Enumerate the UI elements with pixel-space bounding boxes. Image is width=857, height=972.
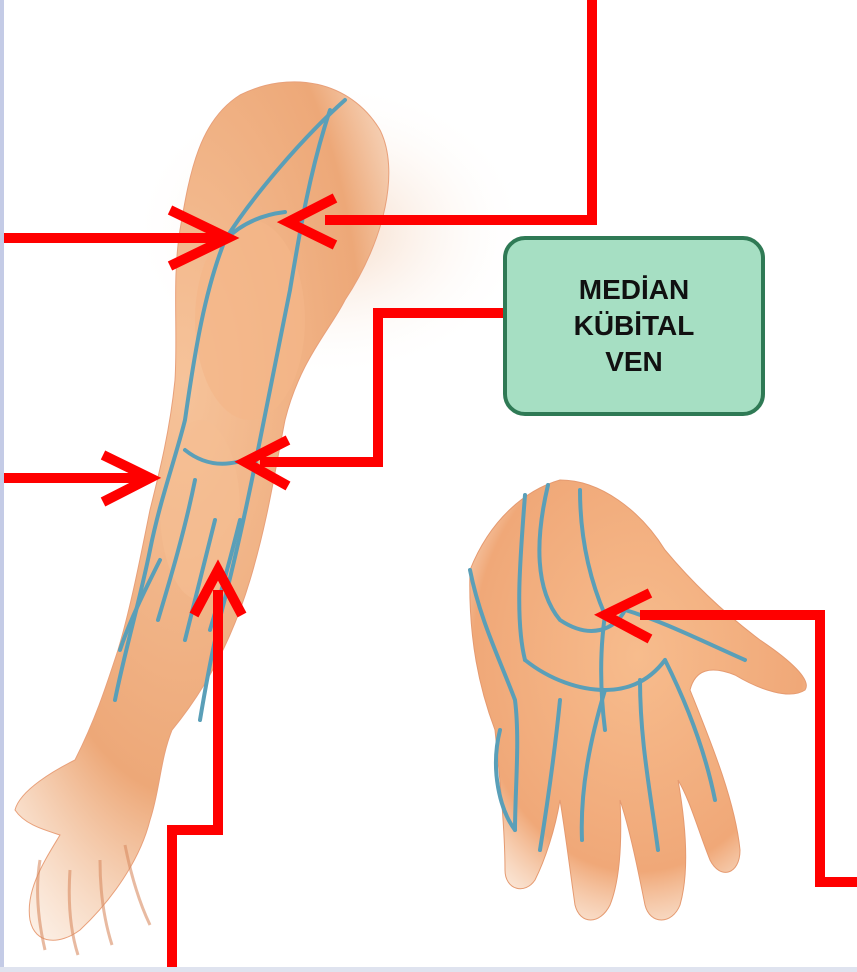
- median-cubital-vein-label: MEDİAN KÜBİTAL VEN: [503, 236, 765, 416]
- median-cubital-vein-label-text: MEDİAN KÜBİTAL VEN: [574, 272, 695, 380]
- bottom-border-strip: [0, 967, 857, 972]
- left-border-strip: [0, 0, 4, 972]
